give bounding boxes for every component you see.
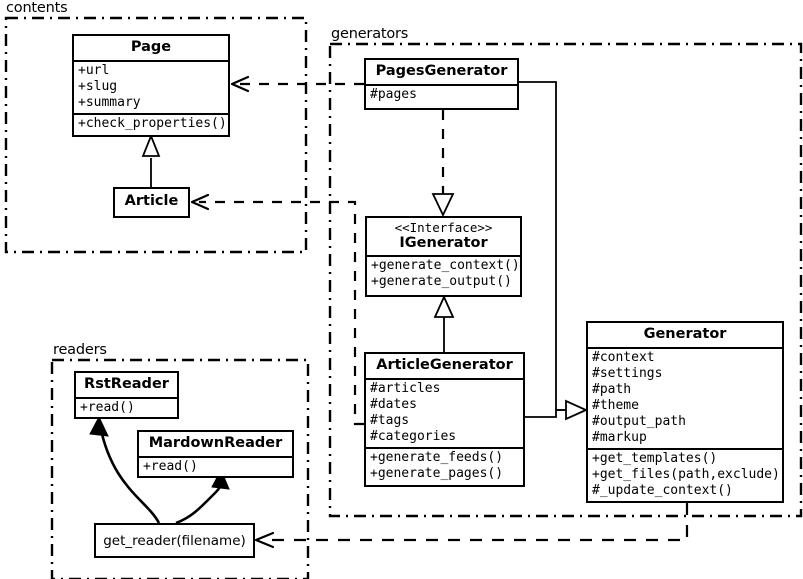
edge-generator-uses-get-reader [254, 503, 689, 549]
class-stereotype-igenerator: <<Interface>> [394, 220, 493, 235]
class-title-rst-reader: RstReader [84, 376, 169, 392]
class-attributes-generator: #context #settings #path #theme #output_… [588, 346, 782, 448]
class-title-generator: Generator [643, 326, 727, 342]
edge-articlegenerator-inherits-igenerator [433, 294, 455, 352]
attribute-row: +summary [78, 94, 141, 110]
operation-row: +read() [80, 399, 135, 415]
class-operations-igenerator: +generate_context() +generate_output() [367, 255, 520, 292]
class-box-generator[interactable]: Generator #context #settings #path #them… [586, 321, 784, 503]
class-box-article-generator[interactable]: ArticleGenerator #articles #dates #tags … [364, 352, 525, 487]
edge-pagesgenerator-inherits-generator [519, 81, 567, 411]
operation-row: +generate_output() [371, 274, 512, 290]
class-attributes-article-generator: #articles #dates #tags #categories [366, 377, 523, 447]
edge-article-inherits-page [141, 133, 161, 187]
package-label-generators: generators [331, 26, 409, 42]
class-box-rst-reader[interactable]: RstReader +read() [74, 371, 179, 419]
class-title-article: Article [124, 193, 179, 209]
class-title-pages-generator: PagesGenerator [375, 63, 508, 79]
function-label-get-reader: get_reader(filename) [103, 532, 246, 549]
attribute-row: #tags [370, 412, 410, 428]
class-box-igenerator[interactable]: <<Interface>> IGenerator +generate_conte… [365, 216, 522, 297]
operation-row: +get_files(path,exclude) [592, 466, 780, 482]
edge-articlegenerator-uses-article [190, 193, 364, 426]
class-box-article[interactable]: Article [113, 187, 190, 218]
operation-row: +generate_context() [371, 258, 520, 274]
attribute-row: #theme [592, 397, 639, 413]
attribute-row: #context [592, 349, 655, 365]
class-attributes-pages-generator: #pages [366, 83, 517, 105]
class-operations-page: +check_properties() [74, 112, 228, 134]
attribute-row: #path [592, 381, 632, 397]
attribute-row: #articles [370, 380, 441, 396]
operation-row: #_update_context() [592, 482, 733, 498]
attribute-row: +url [78, 62, 110, 78]
attribute-row: #markup [592, 429, 647, 445]
attribute-row: #pages [370, 86, 417, 102]
attribute-row: +slug [78, 78, 118, 94]
package-label-contents: contents [6, 0, 68, 16]
class-attributes-page: +url +slug +summary [74, 59, 228, 113]
class-title-article-generator: ArticleGenerator [376, 357, 513, 373]
edge-pagesgenerator-uses-page [230, 75, 364, 93]
class-box-mardown-reader[interactable]: MardownReader +read() [137, 430, 294, 478]
edge-articlegenerator-inherits-generator [525, 399, 589, 421]
edge-pagesgenerator-realizes-igenerator [431, 110, 455, 218]
attribute-row: #settings [592, 365, 663, 381]
attribute-row: #dates [370, 396, 417, 412]
operation-row: +read() [143, 458, 198, 474]
operation-row: +check_properties() [78, 115, 227, 131]
operation-row: +generate_feeds() [370, 449, 504, 465]
class-box-pages-generator[interactable]: PagesGenerator #pages [364, 58, 519, 110]
class-operations-rst-reader: +read() [76, 396, 177, 418]
package-label-readers: readers [53, 342, 107, 358]
class-title-page: Page [130, 39, 172, 55]
class-title-igenerator: IGenerator [399, 234, 488, 251]
operation-row: +get_templates() [592, 450, 718, 466]
class-operations-generator: +get_templates() +get_files(path,exclude… [588, 447, 782, 501]
attribute-row: #categories [370, 428, 457, 444]
operation-row: +generate_pages() [370, 465, 504, 481]
class-title-mardown-reader: MardownReader [148, 435, 283, 451]
attribute-row: #output_path [592, 413, 686, 429]
class-operations-mardown-reader: +read() [139, 455, 292, 477]
class-operations-article-generator: +generate_feeds() +generate_pages() [366, 446, 523, 484]
class-box-page[interactable]: Page +url +slug +summary +check_properti… [72, 34, 230, 137]
function-box-get-reader[interactable]: get_reader(filename) [94, 523, 255, 558]
